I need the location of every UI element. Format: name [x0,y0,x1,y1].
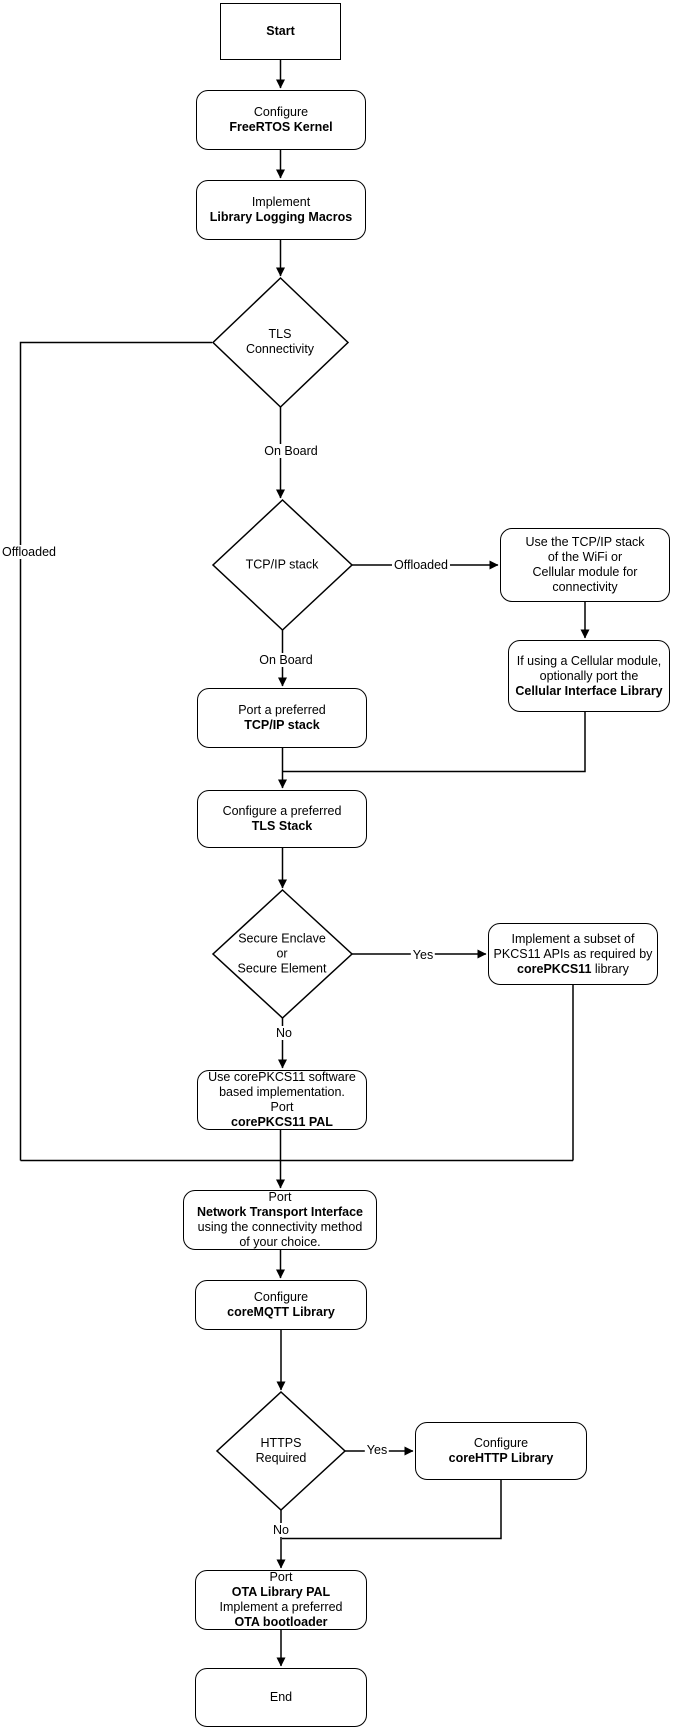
node-pkcs11-subset-line3-bold: corePKCS11 [517,961,592,976]
node-pkcs11-subset-line3-normal: library [594,961,629,976]
node-configure-kernel-line1: Configure [253,105,309,119]
node-pkcs11-pal-line2: based implementation. [219,1085,345,1099]
node-network-transport-line3: using the connectivity method [197,1220,363,1234]
node-cellular-interface-line2: optionally port the [539,668,639,683]
node-offloaded-tcpip-line4: connectivity [552,580,618,594]
edge-corehttp-elbow [282,1480,502,1540]
node-https-required-shape [215,1390,347,1512]
node-end-label: End [269,1690,293,1704]
node-tls-stack-line2: TLS Stack [251,819,313,833]
node-ota-pal-line2: OTA Library PAL [231,1585,331,1599]
node-offloaded-tcpip-line2: of the WiFi or [547,550,623,564]
node-offloaded-tcpip-line3: Cellular module for [532,565,638,579]
node-network-transport-line1: Port [268,1190,292,1204]
edge-label-tls-offloaded: Offloaded [0,545,58,559]
node-pkcs11-pal: Use corePKCS11 software based implementa… [197,1070,367,1130]
node-ota-pal: Port OTA Library PAL Implement a preferr… [195,1570,367,1630]
edge-label-https-no: No [271,1523,291,1537]
edge-label-secure-no: No [274,1026,294,1040]
node-offloaded-tcpip: Use the TCP/IP stack of the WiFi or Cell… [500,528,670,602]
node-cellular-interface-line1: If using a Cellular module, [516,653,662,668]
edge-cellular-elbow [283,712,586,773]
node-ota-pal-line4: OTA bootloader [234,1615,328,1629]
node-coremqtt-line1: Configure [253,1290,309,1304]
node-tcpip-stack-shape [211,498,354,632]
node-secure-enclave-shape [211,888,354,1020]
node-pkcs11-pal-line1: Use corePKCS11 software [208,1070,356,1084]
node-port-tcpip: Port a preferred TCP/IP stack [197,688,367,748]
node-logging-macros-line2: Library Logging Macros [209,210,353,224]
node-pkcs11-subset: Implement a subset of PKCS11 APIs as req… [488,923,658,985]
node-port-tcpip-line2: TCP/IP stack [244,718,320,732]
node-cellular-interface: If using a Cellular module, optionally p… [508,640,670,712]
node-ota-pal-line1: Port [269,1570,293,1584]
node-start-label: Start [266,24,295,38]
node-tls-stack-line1: Configure a preferred [222,804,342,818]
edge-tls-offloaded-left [19,341,212,1161]
edge-label-secure-yes: Yes [410,948,436,962]
node-network-transport-line2: Network Transport Interface [196,1205,363,1219]
edge-label-tls-on-board: On Board [262,444,320,458]
node-corehttp-line1: Configure [473,1436,529,1450]
node-start: Start [220,3,341,60]
node-configure-kernel: Configure FreeRTOS Kernel [196,90,366,150]
node-configure-kernel-line2: FreeRTOS Kernel [229,120,333,134]
edge-label-tcpip-offloaded: Offloaded [392,558,450,572]
node-pkcs11-subset-line1: Implement a subset of [511,931,635,946]
node-network-transport: Port Network Transport Interface using t… [183,1190,377,1250]
edge-label-tcpip-on-board: On Board [257,653,315,667]
node-pkcs11-pal-line3: Port [270,1100,294,1114]
node-offloaded-tcpip-line1: Use the TCP/IP stack [525,535,645,549]
node-tls-stack: Configure a preferred TLS Stack [197,790,367,848]
node-end: End [195,1668,367,1727]
node-corehttp: Configure coreHTTP Library [415,1422,587,1480]
node-pkcs11-pal-line4: corePKCS11 PAL [231,1115,333,1129]
node-network-transport-line4: of your choice. [239,1235,321,1249]
node-logging-macros-line1: Implement [251,195,311,209]
node-pkcs11-subset-line2: PKCS11 APIs as required by [493,946,653,961]
node-pkcs11-subset-line3: corePKCS11 library [517,962,629,977]
edge-label-https-yes: Yes [364,1443,390,1457]
node-tls-connectivity-shape [211,276,350,409]
node-coremqtt: Configure coreMQTT Library [195,1280,367,1330]
node-coremqtt-line2: coreMQTT Library [227,1305,335,1319]
node-logging-macros: Implement Library Logging Macros [196,180,366,240]
node-port-tcpip-line1: Port a preferred [238,703,326,717]
node-corehttp-line2: coreHTTP Library [448,1451,554,1465]
node-cellular-interface-line3: Cellular Interface Library [515,683,663,698]
node-ota-pal-line3: Implement a preferred [219,1600,343,1614]
